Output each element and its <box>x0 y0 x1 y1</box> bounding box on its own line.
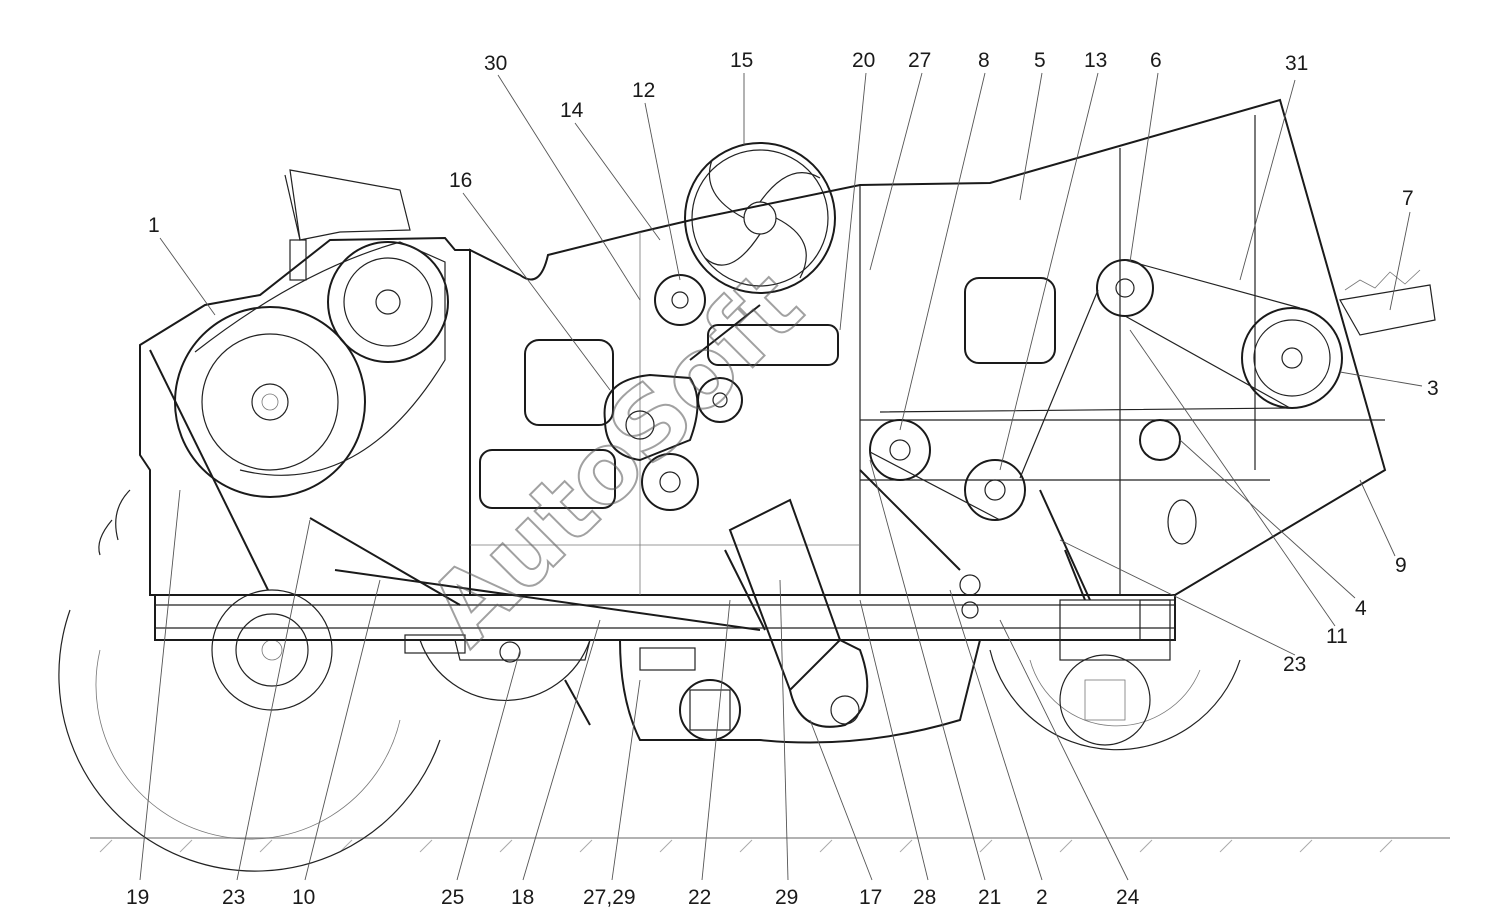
lower-gearbox <box>618 639 982 744</box>
callout-31: 31 <box>1285 52 1308 75</box>
pulley-4 <box>1139 419 1181 461</box>
drive-pulley-upper <box>327 241 449 363</box>
lift-mechanism <box>284 169 411 281</box>
callout-25: 25 <box>441 886 464 909</box>
callout-23-left: 23 <box>222 886 245 909</box>
callout-22: 22 <box>688 886 711 909</box>
knotter-arm <box>689 304 961 728</box>
callout-5: 5 <box>1034 49 1046 72</box>
rear-axle-bracket <box>959 574 1176 661</box>
callout-20: 20 <box>852 49 875 72</box>
callout-23-right: 23 <box>1283 653 1306 676</box>
bale-ramp <box>1339 269 1436 336</box>
callout-11: 11 <box>1326 625 1348 648</box>
callout-17: 17 <box>859 886 882 909</box>
callout-28: 28 <box>913 886 936 909</box>
pulley-20 <box>869 419 931 481</box>
wheel-rear <box>989 649 1241 751</box>
spoked-wheel <box>684 142 836 294</box>
callout-14: 14 <box>560 99 584 122</box>
callout-29: 29 <box>775 886 798 909</box>
callout-15: 15 <box>730 49 753 72</box>
pickup-housing <box>98 236 471 596</box>
idler-pulley-12 <box>654 274 706 326</box>
callout-13: 13 <box>1084 49 1107 72</box>
callout-6: 6 <box>1150 49 1162 72</box>
callout-27-top: 27 <box>908 49 931 72</box>
callout-16: 16 <box>449 169 472 192</box>
callout-21: 21 <box>978 886 1001 909</box>
flywheel <box>174 306 366 498</box>
callout-4: 4 <box>1355 597 1367 620</box>
callout-9: 9 <box>1395 554 1407 577</box>
linkage-rods <box>149 349 1091 631</box>
callout-2: 2 <box>1036 886 1048 909</box>
leader-lines <box>139 72 1423 881</box>
wheel-front-left <box>58 609 441 872</box>
callout-1: 1 <box>148 214 160 237</box>
callout-24: 24 <box>1116 886 1140 909</box>
callout-7: 7 <box>1402 187 1414 210</box>
ground-line <box>90 837 1450 853</box>
callout-19: 19 <box>126 886 149 909</box>
pulley-13 <box>964 459 1026 521</box>
callout-10: 10 <box>292 886 315 909</box>
main-drive-belt <box>869 259 1301 521</box>
callout-8: 8 <box>978 49 990 72</box>
wheel-front-right <box>211 589 591 711</box>
callout-12: 12 <box>632 79 655 102</box>
tension-arm-assembly <box>603 373 699 511</box>
callout-3: 3 <box>1427 377 1439 400</box>
lower-bracket-left <box>404 634 591 726</box>
callout-labels: 1 30 14 12 15 16 20 27 8 5 13 6 31 7 3 9… <box>126 49 1439 909</box>
callout-30: 30 <box>484 52 507 75</box>
pulley-3 <box>1241 307 1343 409</box>
drive-belt-left <box>194 241 446 476</box>
callout-18: 18 <box>511 886 534 909</box>
callout-27-29: 27,29 <box>583 886 636 909</box>
inspection-windows <box>479 277 1197 545</box>
pulley-6 <box>1096 259 1154 317</box>
